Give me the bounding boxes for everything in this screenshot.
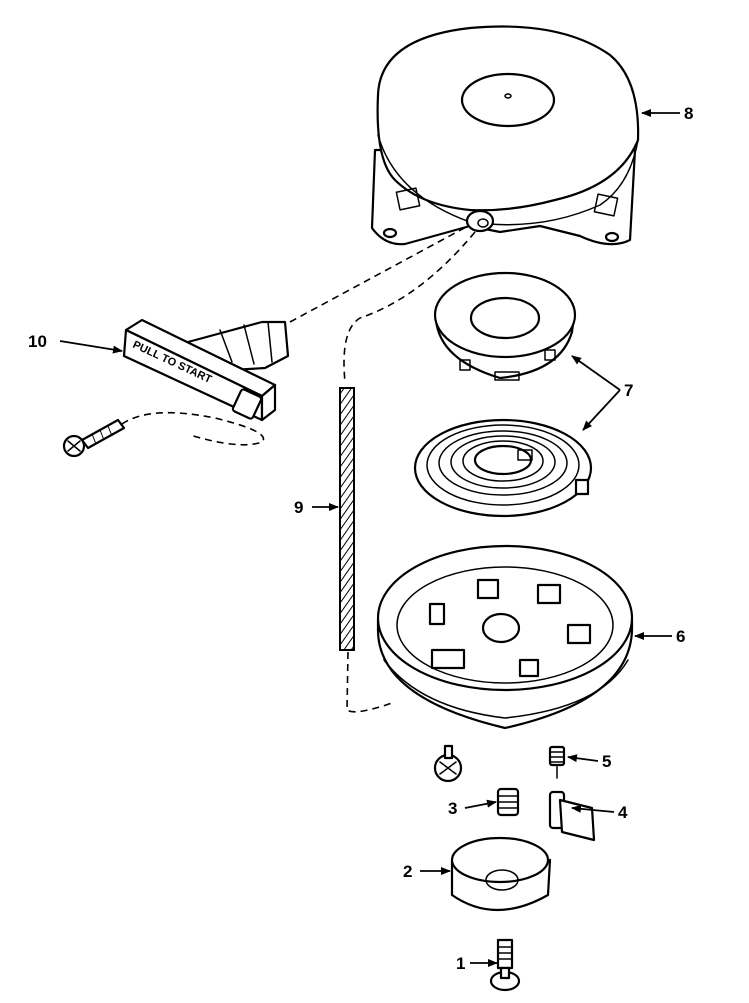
callout-3: 3 — [448, 799, 457, 818]
rope-part-9 — [339, 387, 355, 651]
recoil-spring-part-7 — [413, 418, 593, 518]
rope-path-housing-to-rope — [343, 231, 476, 383]
callout-arrows — [59, 109, 680, 967]
pawl-part-4 — [548, 790, 596, 842]
washer-screw-small — [433, 744, 463, 783]
callout-10: 10 — [28, 332, 47, 351]
cam-part-2 — [450, 836, 552, 911]
screw-part-1 — [489, 938, 521, 992]
rope-path-screw-to-handle — [121, 411, 265, 446]
pulley-part-6 — [376, 544, 634, 730]
callout-5: 5 — [602, 752, 611, 771]
rope-path-rope-to-pulley — [346, 651, 396, 713]
callout-1: 1 — [456, 954, 465, 973]
callout-4: 4 — [618, 803, 628, 822]
starter-handle-part-10: PULL TO START — [62, 318, 290, 458]
spring-part-5 — [548, 745, 566, 779]
rope-path-handle-to-housing — [289, 225, 469, 323]
callout-9: 9 — [294, 498, 303, 517]
callout-2: 2 — [403, 862, 412, 881]
spring-part-3 — [496, 787, 520, 817]
callout-6: 6 — [676, 627, 685, 646]
callout-7: 7 — [624, 381, 633, 400]
callout-8: 8 — [684, 104, 693, 123]
housing-part-8 — [370, 25, 640, 246]
spring-retainer-part-7 — [433, 271, 577, 381]
